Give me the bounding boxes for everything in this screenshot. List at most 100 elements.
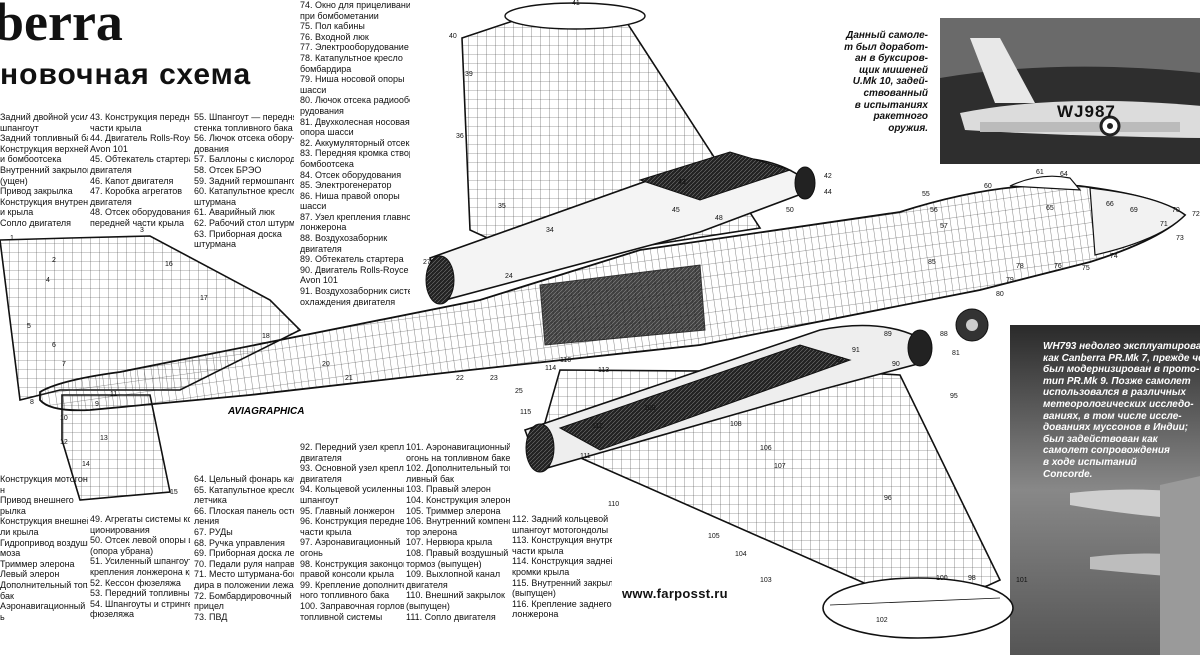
legend-item: 111. Сопло двигателя [406,611,496,622]
page-subtitle: новочная схема [0,58,252,91]
callout: 71 [1160,221,1168,228]
callout: 14 [82,461,90,468]
callout: 9 [95,401,99,408]
callout: 6 [52,342,56,349]
callout: 55 [922,191,930,198]
legend-item: кромки крыла [512,566,570,577]
legend-item: 90. Двигатель Rolls-Royce [300,264,409,275]
callout: 35 [498,203,506,210]
legend-item: двигателя [90,196,132,207]
callout: 74 [1110,253,1118,260]
legend-item: лонжерона [300,222,347,233]
legend-item: Привод закрылка [0,186,73,197]
legend-item: 105. Триммер элерона [406,505,501,516]
legend-item: 98. Конструкция законцовки [300,558,404,569]
legend-item: 113. Конструкция внутренней [512,535,612,546]
legend-item: Задний двойной усилен- [0,112,88,122]
legend-item: двигателя [406,579,448,590]
legend-item: двигателя [300,473,342,484]
photo-target-tug: WJ987 [940,18,1200,164]
callout: 10 [60,415,68,422]
legend-item: 78. Катапультное кресло [300,52,403,63]
legend-item: 112. Задний кольцевой [512,514,609,524]
legend-item: рудования [300,105,344,116]
legend-item: бак [0,590,14,601]
legend-item: прицел [194,601,224,612]
legend-item: ли крыла [0,526,39,537]
photo-aircraft-drawing [940,18,1200,164]
legend-item: фюзеляжа [90,609,135,620]
legend-item: 92. Передний узел крепления [300,442,404,452]
callout: 90 [892,361,900,368]
callout: 12 [60,439,68,446]
legend-item: 96. Конструкция передней [300,516,404,527]
legend-item: 70. Педали руля направления [194,558,294,569]
legend-item: 88. Воздухозаборник [300,233,388,244]
legend-item: моза [0,548,21,559]
legend-item: 54. Шпангоуты и стрингеры [90,598,190,609]
callout: 45 [672,207,680,214]
legend-item: ливный бак [406,473,454,484]
callout: 111 [580,453,591,460]
nose-section [1089,187,1186,256]
callout: 23 [490,375,498,382]
callout: 115 [520,409,531,416]
callout: 73 [1176,235,1184,242]
photo-aircraft-drawing-2 [1010,325,1200,655]
callout: 96 [884,495,892,502]
callout: 65 [1046,205,1054,212]
callout: 85 [928,259,936,266]
callout: 50 [786,207,794,214]
callout: 24 [505,273,513,280]
legend-item: штурмана [194,196,237,207]
callout: 41 [572,0,580,7]
legend-item: и крыла [0,207,34,218]
callout: 13 [100,435,108,442]
legend-item: 48. Отсек оборудования в [90,207,190,218]
legend-item: шпангоут [0,122,39,133]
legend-item: при бомбометании [300,10,379,21]
callout: 5 [27,323,31,330]
legend-item: 97. Аэронавигационный [300,537,401,548]
callout: 15 [170,489,178,496]
callout: 108 [730,421,742,428]
legend-item: Задний топливный бак [0,133,88,144]
callout: 113 [598,367,609,374]
legend-item: 62. Рабочий стол штурмана [194,217,294,228]
legend-item: 114. Конструкция задней [512,556,612,567]
callout: 80 [996,291,1004,298]
callout: 104 [735,551,747,558]
legend-item: 47. Коробка агрегатов [90,186,183,197]
callout: 43 [678,179,686,186]
legend-item: части крыла [300,526,352,537]
legend-item: 53. Передний топливный бак [90,588,190,599]
callout: 112 [592,423,603,430]
legend-item: 76. Входной люк [300,31,369,42]
callout: 101 [1016,577,1028,584]
legend-item: 61. Аварийный люк [194,207,275,218]
legend-item: 94. Кольцевой усиленный [300,484,404,495]
callout: 17 [200,295,208,302]
photo-caption-bottom: WH793 недолго эксплуатировался как Canbe… [1043,341,1200,480]
legend-item: Триммер элерона [0,558,75,569]
legend-item: бомбоотсека [300,158,354,169]
legend-item: части крыла [90,122,142,133]
legend-item: 65. Катапультное кресло [194,484,294,495]
legend-item: 95. Главный лонжерон [300,505,395,516]
legend-item: Avon 101 [90,143,128,154]
watermark: AVIAGRAPHICA [227,406,304,417]
legend-item: топливной системы [300,611,383,622]
legend-item: бомбардира [300,63,352,74]
aircraft-serial: WJ987 [1057,102,1116,121]
legend-item: 64. Цельный фонарь кабины [194,474,294,484]
legend-item: 44. Двигатель Rolls-Royce [90,133,190,144]
legend-item: дира в положении лежа [194,579,294,590]
legend-item: 67. РУДы [194,526,233,537]
legend-item: рылка [0,505,26,516]
callout: 2 [52,257,56,264]
